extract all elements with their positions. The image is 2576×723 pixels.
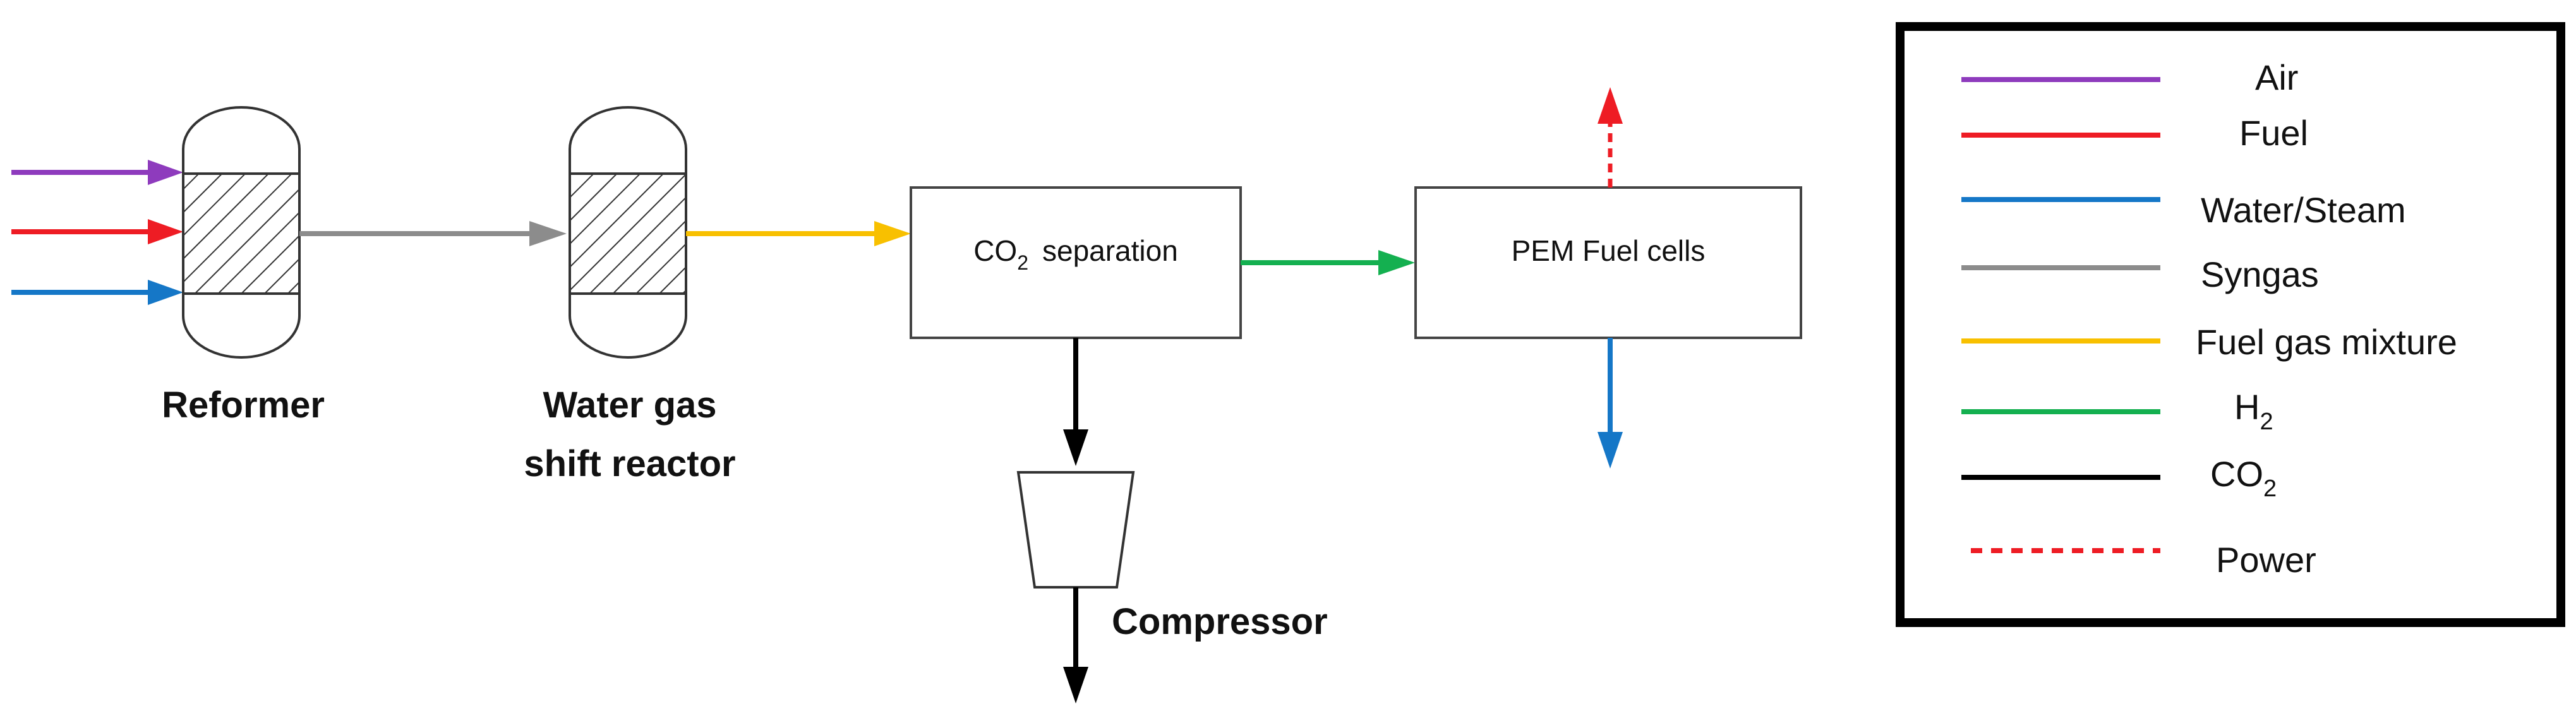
reformer-vessel [182, 106, 301, 359]
reformer-inlets [11, 160, 183, 305]
co2-separation-unit [910, 186, 1242, 339]
fuel-inlet-arrowhead [148, 219, 183, 244]
legend-label-power: Power [2216, 540, 2316, 580]
wgs-reactor-label-line1: Water gas [543, 385, 716, 426]
water-output-arrowhead [1598, 432, 1623, 469]
legend-label-air: Air [2255, 57, 2298, 97]
co2-separation-co: CO [973, 234, 1017, 267]
compressor-unit [1016, 471, 1135, 589]
co2-from-compressor-arrowhead [1063, 667, 1088, 703]
legend-label-h2: H2 [2234, 387, 2273, 435]
syngas-arrowhead [529, 221, 567, 246]
legend-label-h2-main: H [2234, 387, 2260, 427]
legend-label-co2-sub: 2 [2263, 475, 2277, 502]
legend-label-syngas: Syngas [2201, 254, 2319, 294]
pem-fuel-cells-label: PEM Fuel cells [1512, 234, 1706, 267]
wgs-reactor-vessel [569, 106, 687, 359]
co2-to-compressor-arrowhead [1063, 429, 1088, 466]
compressor-label: Compressor [1112, 601, 1328, 642]
co2-separation-rest: separation [1042, 234, 1178, 267]
wgs-reactor-label-line2: shift reactor [524, 443, 735, 484]
h2-arrowhead [1378, 250, 1415, 275]
power-output-arrowhead [1598, 87, 1623, 124]
legend-label-co2: CO2 [2210, 454, 2277, 502]
co2-separation-label: CO2 separation [973, 234, 1178, 274]
legend-label-fuel-gas-mixture: Fuel gas mixture [2196, 322, 2457, 362]
co2-separation-subscript: 2 [1017, 251, 1028, 274]
legend-label-h2-sub: 2 [2260, 409, 2273, 435]
reformer-label: Reformer [162, 385, 325, 426]
fuel-gas-mixture-arrowhead [874, 221, 911, 246]
legend-frame [1896, 22, 2565, 627]
legend-label-fuel: Fuel [2239, 113, 2308, 153]
legend: Air Fuel Water/Steam Syngas Fuel gas mix… [1896, 22, 2565, 627]
water-inlet-arrowhead [148, 280, 183, 305]
legend-label-co2-main: CO [2210, 454, 2263, 494]
legend-label-water-steam: Water/Steam [2201, 190, 2406, 230]
air-inlet-arrowhead [148, 160, 183, 185]
